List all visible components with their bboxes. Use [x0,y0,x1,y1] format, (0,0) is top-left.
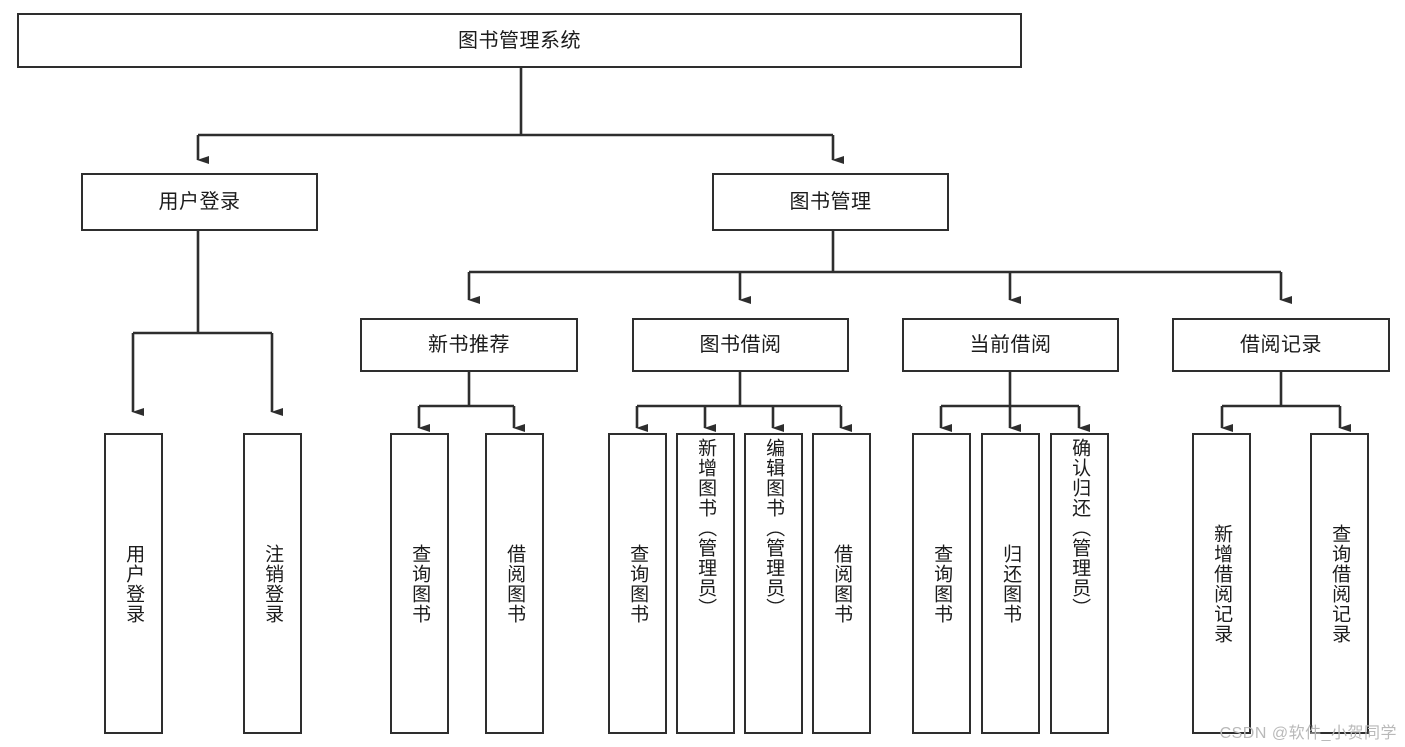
node-current-borrow[interactable]: 当前借阅 [902,318,1119,372]
node-book-management-system[interactable]: 图书管理系统 [17,13,1022,68]
node-leaf-add-borrow-record[interactable]: 新增借阅记录 [1192,433,1251,734]
node-leaf-query-book-borrow[interactable]: 查询图书 [608,433,667,734]
node-label: 新书推荐 [428,334,510,356]
node-label: 图书管理系统 [458,29,581,52]
node-leaf-query-book-recommend[interactable]: 查询图书 [390,433,449,734]
node-leaf-logout-login[interactable]: 注销登录 [243,433,302,734]
node-label: 图书借阅 [699,334,782,356]
node-label: 归还图书 [1000,543,1022,624]
node-label: 用户登录 [158,191,241,213]
node-label: 新增借阅记录 [1211,523,1233,644]
node-label: 编辑图书（管理员） [763,438,785,618]
node-label: 查询图书 [627,543,649,624]
node-label: 用户登录 [123,543,145,624]
node-leaf-borrow-book-2[interactable]: 借阅图书 [812,433,871,734]
node-leaf-query-borrow-record[interactable]: 查询借阅记录 [1310,433,1369,734]
node-label: 图书管理 [789,191,872,213]
node-book-management[interactable]: 图书管理 [712,173,949,231]
node-label: 查询图书 [931,543,953,624]
node-leaf-edit-book[interactable]: 编辑图书（管理员） [744,433,803,734]
node-label: 借阅图书 [831,543,853,624]
node-new-book-recommend[interactable]: 新书推荐 [360,318,578,372]
node-label: 查询借阅记录 [1329,523,1351,644]
node-borrow-record[interactable]: 借阅记录 [1172,318,1390,372]
node-label: 查询图书 [409,543,431,624]
node-label: 注销登录 [262,543,284,624]
node-leaf-confirm-return[interactable]: 确认归还（管理员） [1050,433,1109,734]
node-leaf-borrow-book-recommend[interactable]: 借阅图书 [485,433,544,734]
node-label: 借阅记录 [1240,334,1322,356]
node-user-login[interactable]: 用户登录 [81,173,318,231]
node-leaf-add-book[interactable]: 新增图书（管理员） [676,433,735,734]
node-book-borrow[interactable]: 图书借阅 [632,318,849,372]
node-label: 借阅图书 [504,543,526,624]
node-label: 新增图书（管理员） [695,438,717,618]
node-leaf-return-book[interactable]: 归还图书 [981,433,1040,734]
node-leaf-query-book-current[interactable]: 查询图书 [912,433,971,734]
node-leaf-user-login[interactable]: 用户登录 [104,433,163,734]
node-label: 当前借阅 [969,334,1052,356]
node-label: 确认归还（管理员） [1069,438,1091,618]
